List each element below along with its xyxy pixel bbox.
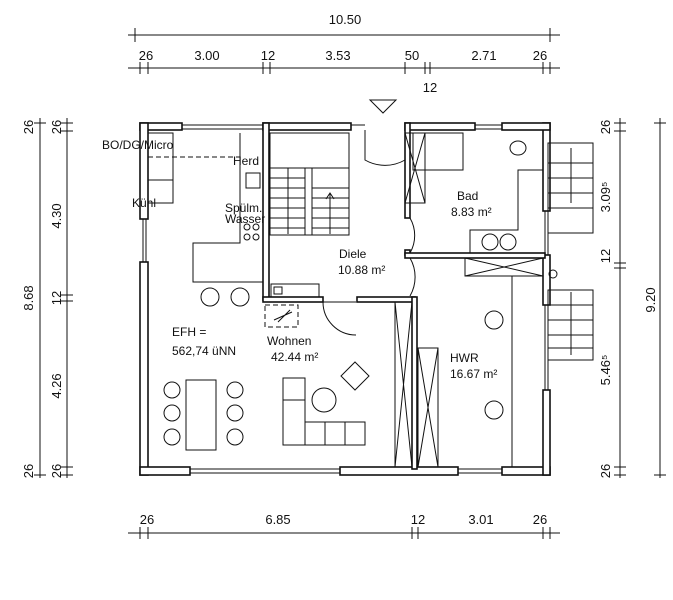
dim-top: 26 xyxy=(533,48,547,63)
entrance-marker-icon xyxy=(368,99,398,114)
label-spuelm: Spülm. xyxy=(225,201,262,215)
wohnen-door xyxy=(322,301,357,336)
dim-right: 3.09⁵ xyxy=(598,182,613,213)
dim-left: 12 xyxy=(49,291,64,305)
dim-right: 26 xyxy=(598,464,613,478)
room-area-hwr: 16.67 m² xyxy=(450,367,497,381)
dim-bottom: 26 xyxy=(533,512,547,527)
dim-bottom: 6.85 xyxy=(265,512,290,527)
dim-top: 3.53 xyxy=(325,48,350,63)
staircase xyxy=(269,132,350,236)
dim-right: 26 xyxy=(598,120,613,134)
dim-bottom: 3.01 xyxy=(468,512,493,527)
bath-fixtures xyxy=(394,132,544,468)
dimension-texts: 10.50 26 3.00 12 3.53 50 2.71 26 12 26 6… xyxy=(21,12,658,527)
room-name-bad: Bad xyxy=(457,189,478,203)
inner-doors xyxy=(409,217,416,297)
dim-right-total: 9.20 xyxy=(643,287,658,312)
dim-left: 26 xyxy=(49,464,64,478)
dim-top-total: 10.50 xyxy=(329,12,362,27)
dim-top: 12 xyxy=(261,48,275,63)
dim-top-extra: 12 xyxy=(423,80,437,95)
living-furniture xyxy=(163,361,370,451)
stove-icon xyxy=(245,172,261,189)
room-name-wohnen: Wohnen xyxy=(267,334,311,348)
label-efh-value: 562,74 üNN xyxy=(172,344,236,358)
dimension-lines xyxy=(34,28,666,539)
dim-right: 12 xyxy=(598,249,613,263)
dim-top: 2.71 xyxy=(471,48,496,63)
label-herd: Herd xyxy=(233,154,259,168)
outer-walls xyxy=(139,122,551,476)
dim-bottom: 26 xyxy=(140,512,154,527)
label-bo-dg-micro: BO/DG/Micro xyxy=(102,138,174,152)
dim-left-total: 8.68 xyxy=(21,285,36,310)
label-wasser: Wasser xyxy=(225,212,265,226)
dim-top: 3.00 xyxy=(194,48,219,63)
room-name-hwr: HWR xyxy=(450,351,479,365)
label-kuehl: Kühl xyxy=(132,196,156,210)
dim-top: 50 xyxy=(405,48,419,63)
dim-left: 4.26 xyxy=(49,373,64,398)
room-area-wohnen: 42.44 m² xyxy=(271,350,318,364)
dim-top: 26 xyxy=(139,48,153,63)
room-area-diele: 10.88 m² xyxy=(338,263,385,277)
dim-left: 26 xyxy=(49,120,64,134)
dim-right: 5.46⁵ xyxy=(598,355,613,386)
external-stairs xyxy=(547,142,594,361)
room-area-bad: 8.83 m² xyxy=(451,205,492,219)
label-efh: EFH = xyxy=(172,325,206,339)
entrance-door xyxy=(364,130,406,166)
dim-left: 4.30 xyxy=(49,203,64,228)
dim-bottom: 12 xyxy=(411,512,425,527)
kitchen xyxy=(147,132,320,328)
dim-left-outer: 26 xyxy=(21,464,36,478)
dim-left-outer: 26 xyxy=(21,120,36,134)
room-name-diele: Diele xyxy=(339,247,367,261)
